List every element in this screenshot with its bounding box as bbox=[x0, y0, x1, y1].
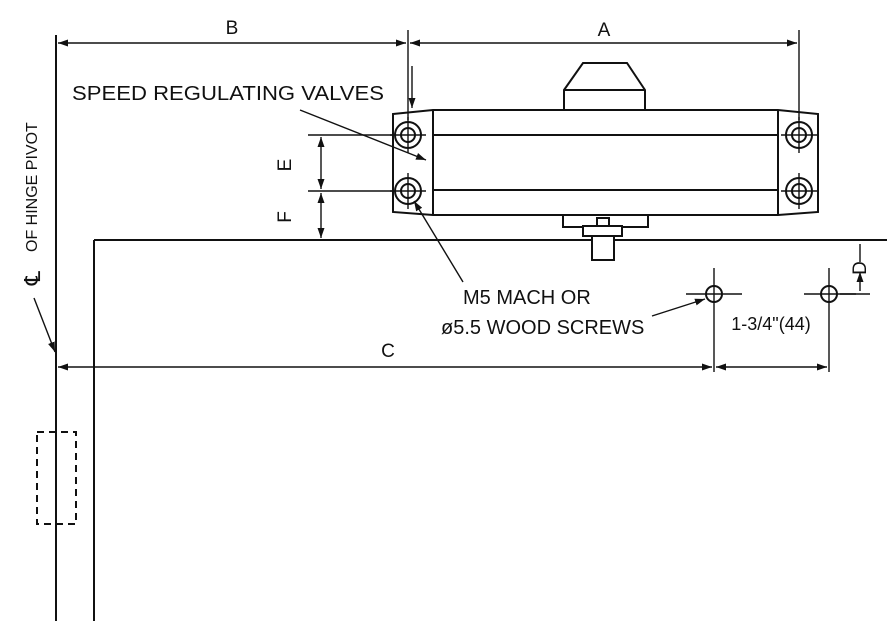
dimension-e-label: E bbox=[275, 159, 296, 172]
closer-mounting-hole bbox=[390, 117, 426, 153]
hinge-pivot-callout: OF HINGE PIVOT ℄ bbox=[20, 122, 56, 353]
hole-spacing-label: 1-3/4"(44) bbox=[731, 314, 810, 334]
dimension-hole-spacing: 1-3/4"(44) bbox=[716, 314, 827, 371]
speed-valves-label: SPEED REGULATING VALVES bbox=[72, 83, 384, 105]
hinge-outline bbox=[36, 431, 77, 525]
screws-callout: M5 MACH OR ø5.5 WOOD SCREWS bbox=[413, 200, 706, 339]
screws-label-line1: M5 MACH OR bbox=[463, 287, 591, 309]
bracket-hole bbox=[686, 268, 742, 372]
centerline-symbol: ℄ bbox=[20, 270, 45, 286]
screws-label-line2: ø5.5 WOOD SCREWS bbox=[441, 317, 644, 339]
speed-valves-callout: SPEED REGULATING VALVES bbox=[72, 66, 427, 161]
dimension-a-label: A bbox=[598, 20, 611, 41]
dimension-e-f: E F bbox=[275, 134, 393, 238]
dimension-a: A bbox=[407, 20, 800, 120]
dimension-d-label: D bbox=[850, 261, 871, 275]
bracket-hole bbox=[804, 268, 856, 372]
dimension-c-label: C bbox=[381, 341, 395, 362]
dimension-d: D bbox=[840, 244, 871, 295]
dimension-b: B bbox=[58, 18, 406, 47]
closer-mounting-hole bbox=[781, 117, 817, 153]
dimension-f-label: F bbox=[275, 211, 296, 223]
dimension-c: C bbox=[58, 341, 712, 371]
dimension-b-label: B bbox=[226, 18, 239, 39]
door-closer-body bbox=[392, 62, 819, 261]
closer-mounting-hole bbox=[390, 173, 426, 209]
closer-mounting-hole bbox=[781, 173, 817, 209]
hinge-pivot-label: OF HINGE PIVOT bbox=[24, 122, 41, 252]
